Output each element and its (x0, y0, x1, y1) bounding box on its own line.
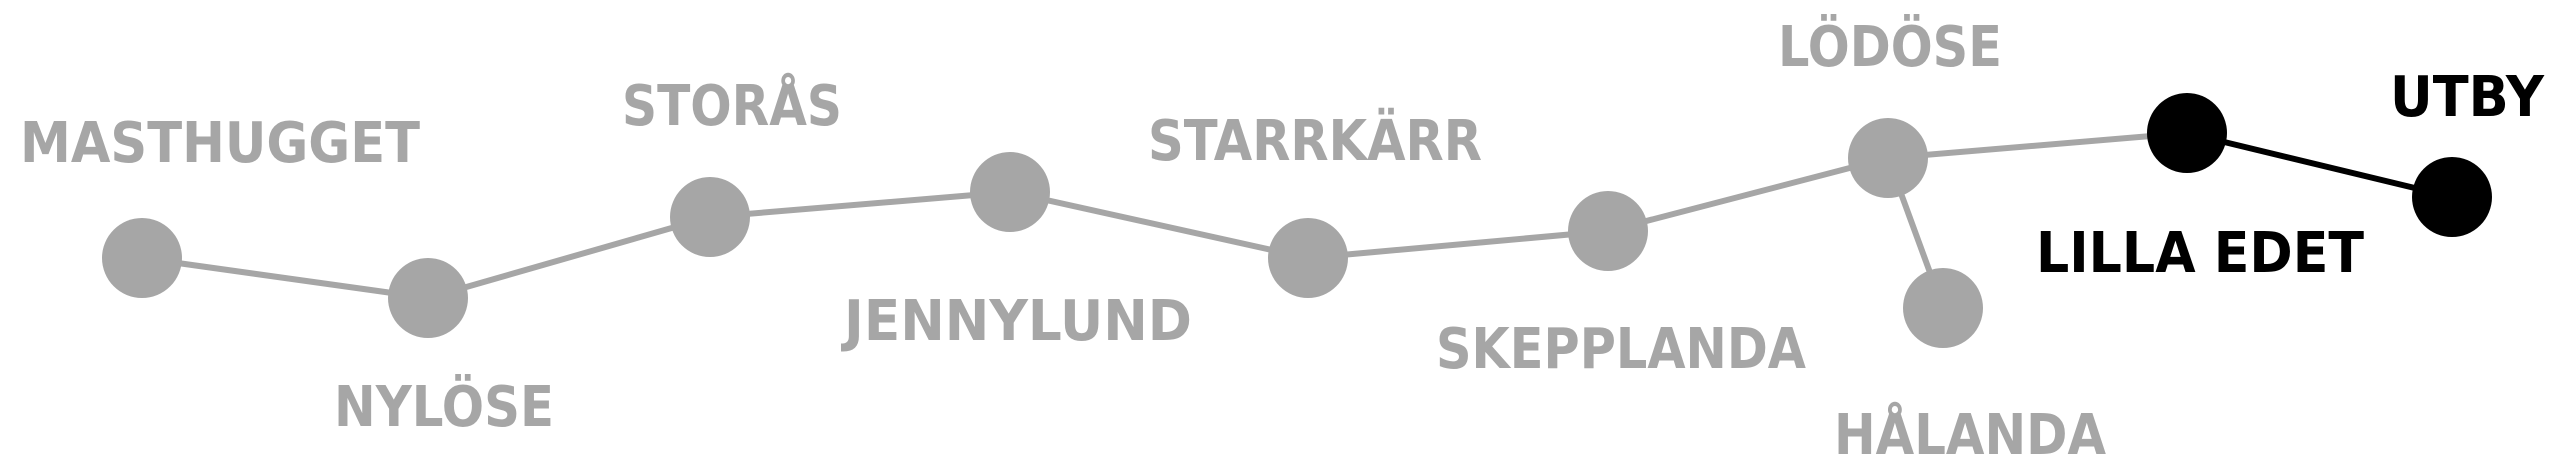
station-label-jennylund: JENNYLUND (840, 289, 1192, 354)
route-lines (141, 130, 2453, 310)
segment-nylose-storas (427, 214, 711, 301)
segment-lodose-lilla-edet (1887, 130, 2188, 161)
station-label-skepplanda: SKEPPLANDA (1436, 317, 1807, 382)
segment-lilla-edet-utby (2186, 130, 2453, 200)
station-node-skepplanda (1568, 191, 1648, 271)
station-node-storas (670, 177, 750, 257)
station-label-lodose: LÖDÖSE (1778, 15, 2002, 80)
station-node-halanda (1903, 268, 1983, 348)
station-label-lilla-edet: LILLA EDET (2036, 221, 2364, 286)
station-node-nylose (388, 258, 468, 338)
segment-jennylund-starrkarr (1009, 189, 1309, 261)
station-node-starrkarr (1268, 218, 1348, 298)
station-label-utby: UTBY (2390, 65, 2545, 130)
station-node-jennylund (970, 152, 1050, 232)
segment-storas-jennylund (709, 189, 1011, 220)
station-node-masthugget (102, 218, 182, 298)
station-node-lodose (1848, 118, 1928, 198)
station-node-utby (2412, 157, 2492, 237)
station-label-masthugget: MASTHUGGET (20, 111, 420, 176)
station-label-storas: STORÅS (622, 73, 842, 139)
station-nodes (102, 93, 2492, 348)
station-label-starrkarr: STARRKÄRR (1148, 109, 1482, 174)
station-label-halanda: HÅLANDA (1834, 402, 2107, 468)
station-labels: MASTHUGGET NYLÖSE STORÅS JENNYLUND STARR… (20, 15, 2545, 468)
segment-skepplanda-lodose (1607, 155, 1889, 234)
station-label-nylose: NYLÖSE (334, 375, 554, 440)
segment-masthugget-nylose (141, 255, 429, 301)
station-node-lilla-edet (2147, 93, 2227, 173)
segment-starrkarr-skepplanda (1307, 228, 1609, 261)
